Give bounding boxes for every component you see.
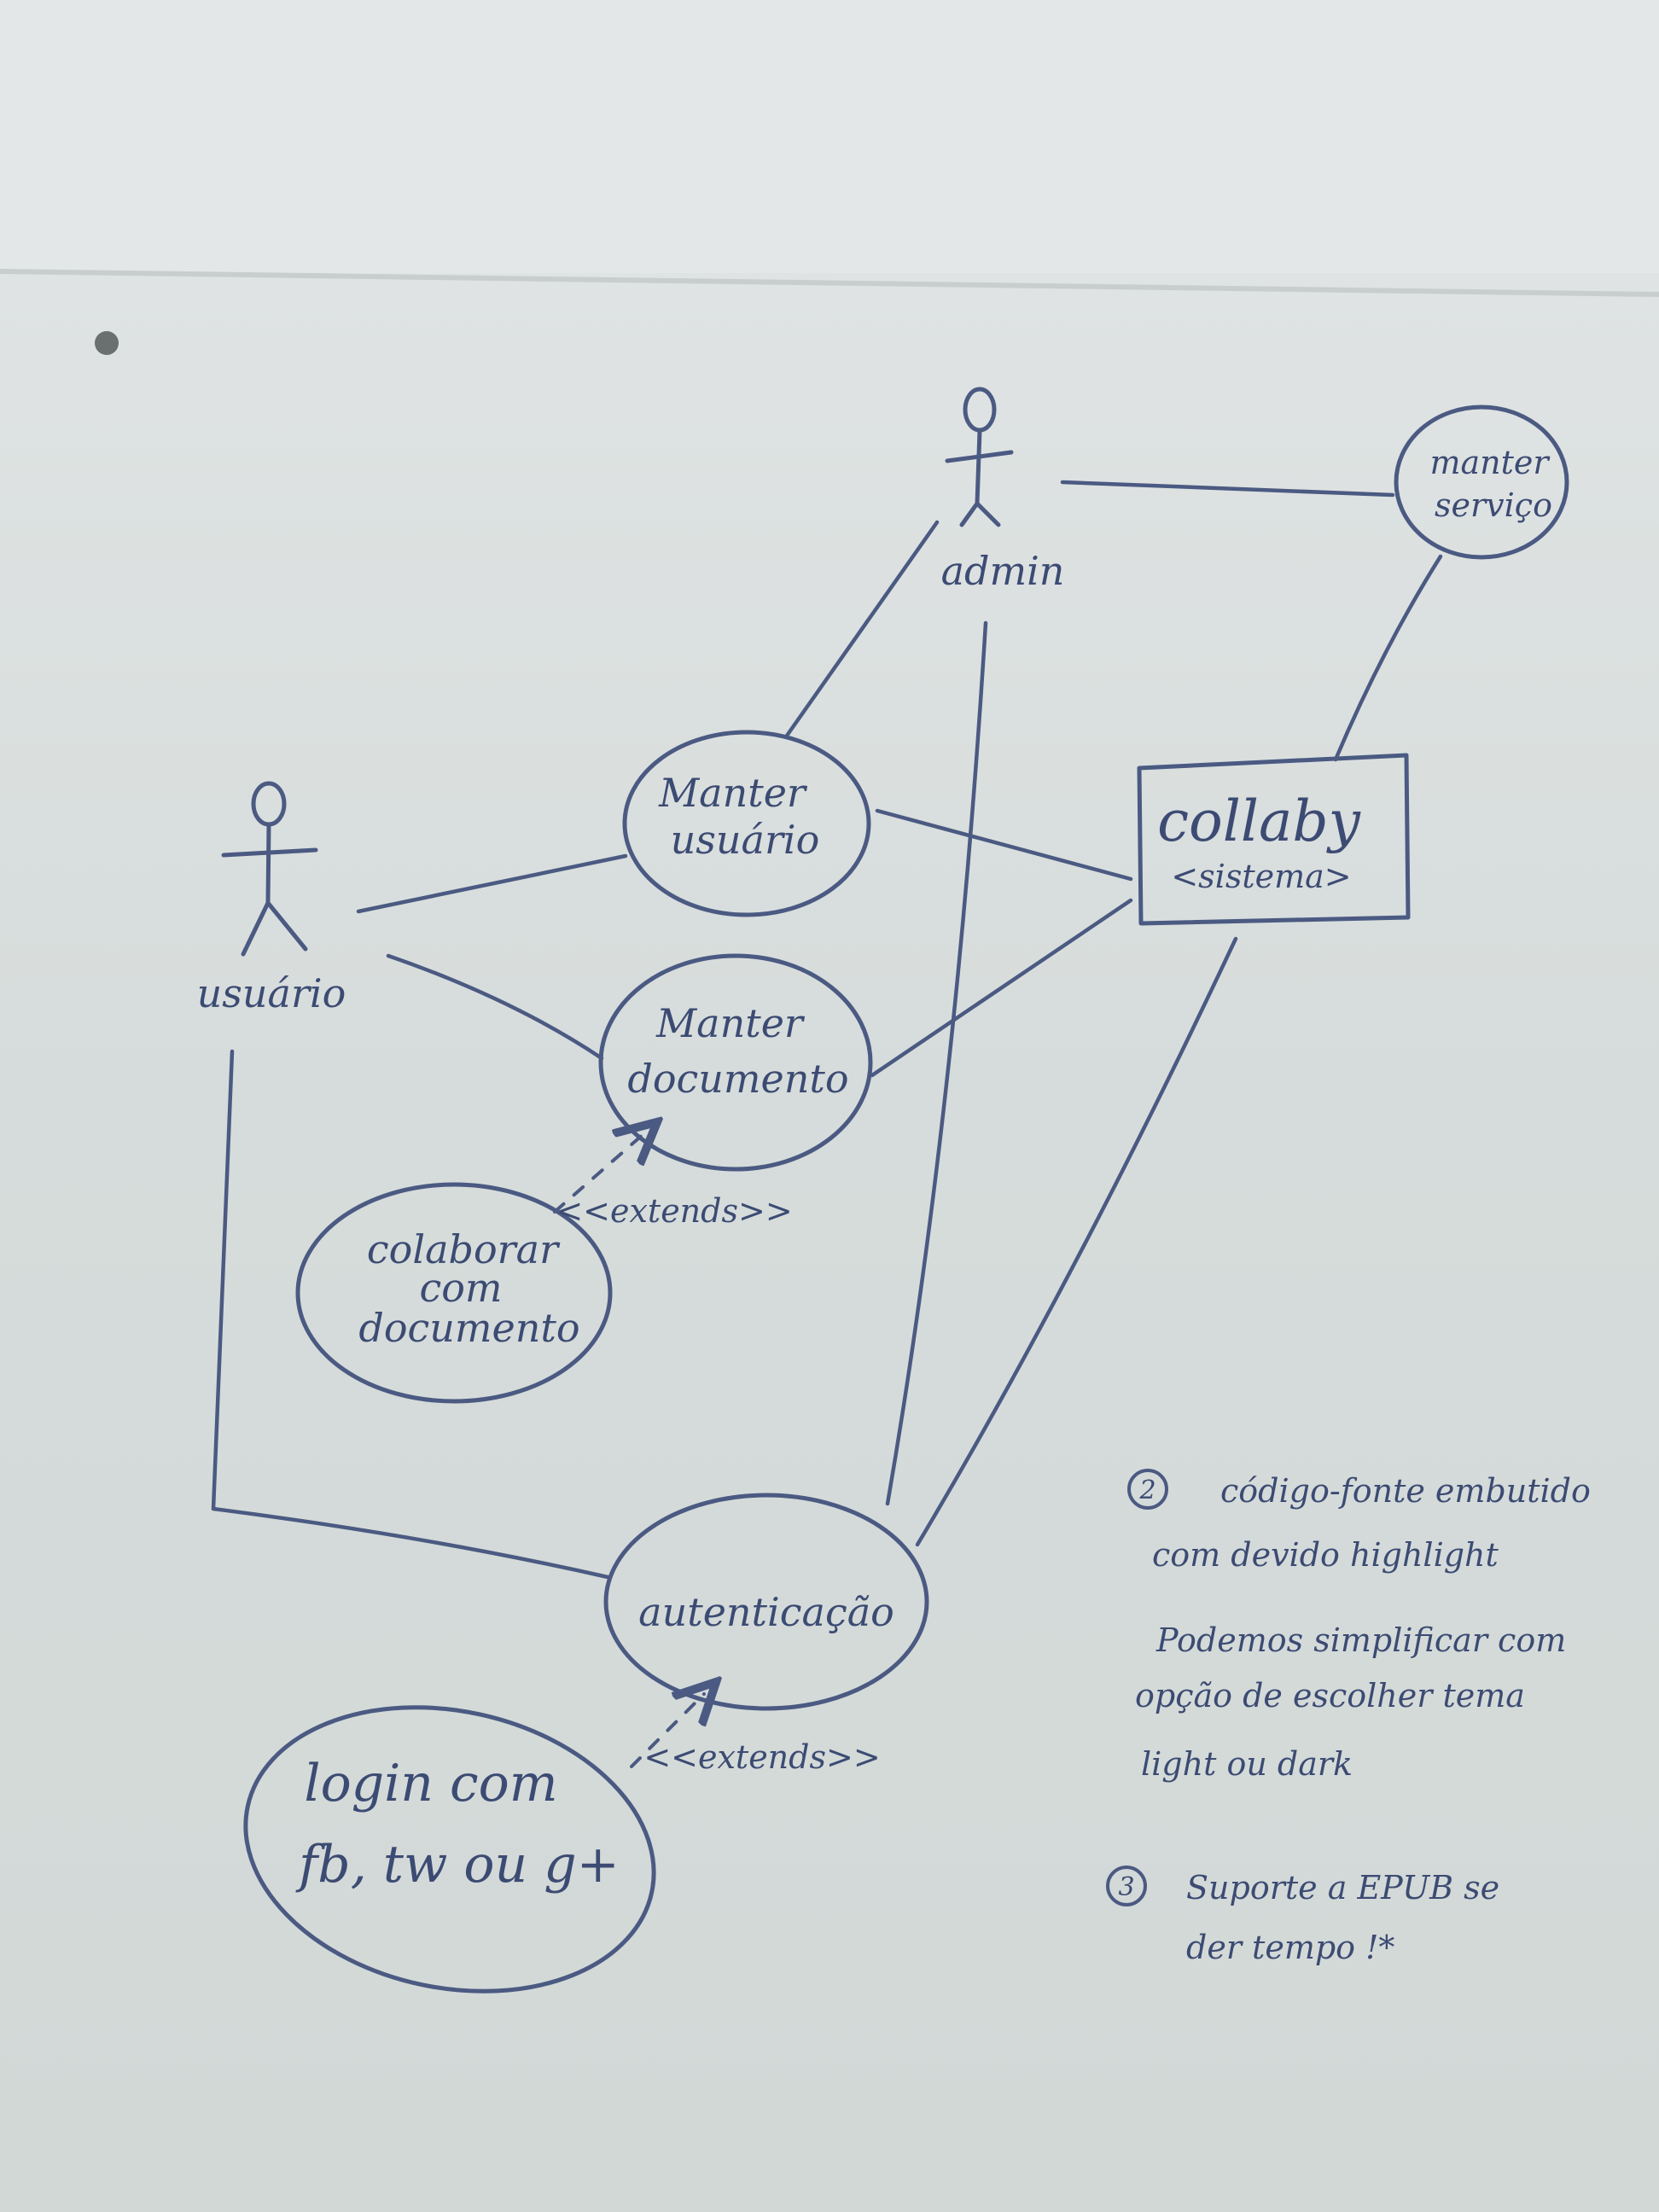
note-2-line5: light ou dark (1141, 1745, 1353, 1783)
assoc-manter-usuario-collaby (875, 808, 1133, 882)
admin-actor: admin (941, 387, 1065, 594)
system-collaby: collaby <sistema> (1137, 753, 1411, 926)
colaborar-line3: documento (358, 1305, 579, 1351)
note-2-line2: com devido highlight (1152, 1536, 1499, 1574)
extend-login-arrow (630, 1694, 704, 1768)
manter-usuario-ellipse (622, 730, 871, 917)
colaborar-line2: com (419, 1265, 502, 1311)
use-case-autenticacao: autenticação (603, 1493, 929, 1711)
autenticacao-label: autenticação (638, 1589, 894, 1635)
assoc-usuario-manter-usuario (356, 853, 628, 914)
manter-servico-line2: serviço (1435, 486, 1552, 524)
use-case-manter-documento: Manter documento (598, 953, 873, 1172)
admin-label: admin (941, 548, 1065, 594)
extend-login-label: <<extends>> (643, 1738, 880, 1776)
manter-documento-line2: documento (627, 1056, 848, 1102)
note-3-number: 3 (1118, 1872, 1134, 1902)
extend-colaborar-relation: <<extends>> (553, 1133, 793, 1230)
collaby-stereotype: <sistema> (1171, 858, 1351, 895)
manter-usuario-line1: Manter (658, 770, 808, 816)
assoc-collaby-autenticacao (915, 936, 1238, 1547)
extend-colaborar-label: <<extends>> (556, 1192, 792, 1230)
collaby-name: collaby (1157, 789, 1361, 854)
note-2-number: 2 (1138, 1476, 1155, 1505)
login-ellipse (243, 1705, 656, 1994)
usuario-actor: usuário (197, 781, 346, 1016)
note-2-number-circle (1127, 1469, 1168, 1510)
extend-colaborar-arrow (553, 1133, 644, 1214)
note-2-line4: opção de escolher tema (1135, 1677, 1525, 1714)
note-2-line3: Podemos simplificar com (1155, 1621, 1566, 1659)
assoc-admin-manter-usuario (784, 520, 940, 738)
assoc-manter-documento-collaby (870, 898, 1133, 1078)
autenticacao-ellipse (603, 1493, 929, 1711)
manter-documento-line1: Manter (655, 1000, 806, 1046)
note-2-line1: código-fonte embutido (1220, 1472, 1591, 1510)
use-case-login: login com fb, tw ou g+ (243, 1705, 656, 1994)
usuario-stick-figure-icon (221, 781, 318, 957)
login-line2: fb, tw ou g+ (295, 1835, 620, 1895)
use-case-colaborar: colaborar com documento (295, 1182, 613, 1404)
manter-usuario-line2: usuário (671, 817, 820, 863)
note-3: 3 Suporte a EPUB se der tempo !* (1106, 1866, 1499, 1966)
note-2: 2 código-fonte embutido com devido highl… (1127, 1469, 1591, 1783)
assoc-manter-servico-collaby (1333, 554, 1443, 762)
assoc-admin-autenticacao (885, 620, 988, 1506)
manter-documento-ellipse (598, 953, 873, 1172)
note-3-line1: Suporte a EPUB se (1186, 1869, 1499, 1906)
extend-login-relation: <<extends>> (630, 1694, 881, 1776)
manter-servico-ellipse (1394, 405, 1569, 560)
assoc-usuario-autenticacao (211, 1049, 610, 1580)
admin-stick-figure-icon (945, 387, 1014, 527)
manter-servico-line1: manter (1429, 444, 1551, 481)
use-case-manter-servico: manter serviço (1394, 405, 1569, 560)
magnet-pin (95, 331, 119, 355)
assoc-admin-manter-servico (1060, 480, 1395, 498)
colaborar-line1: colaborar (367, 1226, 561, 1272)
collaby-box (1137, 753, 1411, 926)
note-3-line2: der tempo !* (1186, 1929, 1394, 1966)
assoc-usuario-manter-documento (386, 953, 604, 1061)
board-top-edge (0, 269, 1659, 297)
use-case-manter-usuario: Manter usuário (622, 730, 871, 917)
wall-area (0, 0, 1659, 273)
colaborar-ellipse (295, 1182, 613, 1404)
associations (211, 480, 1443, 1580)
login-line1: login com (304, 1754, 557, 1813)
usuario-label: usuário (197, 970, 346, 1016)
note-3-number-circle (1106, 1866, 1147, 1906)
